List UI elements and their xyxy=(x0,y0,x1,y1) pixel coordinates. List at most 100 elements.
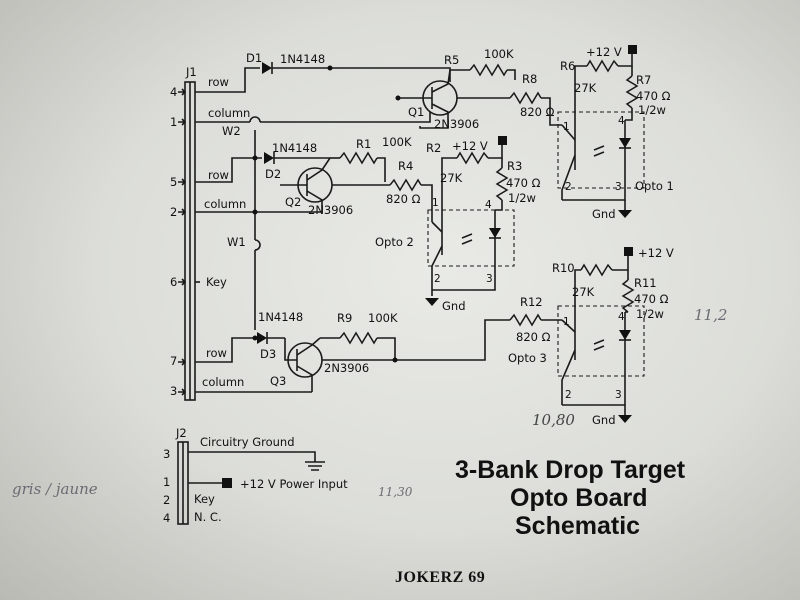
components-d1-part-label: 1N4148 xyxy=(280,52,325,66)
components-r5-val-label: 100K xyxy=(484,47,514,61)
components-r3-label: R3 xyxy=(507,159,522,173)
components-r10-val-label: 27K xyxy=(572,285,595,299)
components-w1-label: W1 xyxy=(227,235,246,249)
components-q3-label: Q3 xyxy=(270,374,286,388)
pin-numbers-p2-label: 2 xyxy=(565,389,572,401)
handwritten-note-left: gris / jaune xyxy=(12,480,98,498)
power-gnd-label: Gnd xyxy=(592,207,616,221)
connectors-j2-pins-1-label: 1 xyxy=(163,475,170,489)
components-r10-label: R10 xyxy=(552,261,575,275)
power-gnd-label: Gnd xyxy=(592,413,616,427)
components-r9-label: R9 xyxy=(337,311,352,325)
pin-numbers-p4-label: 4 xyxy=(618,115,625,127)
components-r5-label: R5 xyxy=(444,53,459,67)
pin-numbers-p2-label: 2 xyxy=(434,273,441,285)
components-r3-val-label: 470 Ω xyxy=(506,176,541,190)
components-q3-part-label: 2N3906 xyxy=(324,361,369,375)
power-plus12-label: +12 V xyxy=(452,139,488,153)
connectors-j1-pins-2-label: 5 xyxy=(170,175,177,189)
connectors-j1-signals-1-label: column xyxy=(208,106,250,120)
components-r8-label: R8 xyxy=(522,72,537,86)
components-r9-val-label: 100K xyxy=(368,311,398,325)
handwritten-note-right: 11,2 xyxy=(694,306,727,324)
bank-2-supply: +12 V R2 27K R3 470 Ω 1/2w xyxy=(426,136,541,222)
components-r2-val-label: 27K xyxy=(440,171,463,185)
connectors-j1-pins-4-label: 6 xyxy=(170,275,177,289)
components-r12-label: R12 xyxy=(520,295,543,309)
components-r4-label: R4 xyxy=(398,159,413,173)
bank-3-supply: +12 V R10 27K R11 470 Ω 1/2w xyxy=(552,246,674,321)
components-r1-val-label: 100K xyxy=(382,135,412,149)
connector-j1: J1 4 1 5 2 6 7 3 row column row column K… xyxy=(170,65,250,401)
components-r7-label: R7 xyxy=(636,73,651,87)
connectors-j1-signals-0-label: row xyxy=(208,75,229,89)
power-plus12-label: +12 V xyxy=(586,45,622,59)
j1-label: J1 xyxy=(185,65,197,79)
components-d2-part-label: 1N4148 xyxy=(272,141,317,155)
connector-j2: J2 3 1 2 4 Circuitry Ground +12 V Power … xyxy=(163,426,348,525)
components-d3-part-label: 1N4148 xyxy=(258,310,303,324)
title-line-3: Schematic xyxy=(515,512,640,540)
components-r11-watt-label: 1/2w xyxy=(636,307,664,321)
components-r11-label: R11 xyxy=(634,276,657,290)
connectors-j1-signals-5-label: row xyxy=(206,346,227,360)
pin-numbers-p3-label: 3 xyxy=(486,273,493,285)
pin-numbers-p1-label: 1 xyxy=(563,316,570,328)
power-plus12-label: +12 V xyxy=(638,246,674,260)
connectors-j2-signals-3-label: N. C. xyxy=(194,510,222,524)
components-r11-val-label: 470 Ω xyxy=(634,292,669,306)
components-q1-part-label: 2N3906 xyxy=(434,117,479,131)
pin-numbers-p2-label: 2 xyxy=(565,181,572,193)
connectors-j2-pins-2-label: 2 xyxy=(163,493,170,507)
footer-label: JOKERZ 69 xyxy=(395,569,485,586)
handwritten-note-bottom: 10,80 xyxy=(532,411,575,429)
connectors-j1-signals-2-label: row xyxy=(208,168,229,182)
title-line-2: Opto Board xyxy=(510,484,648,512)
power-gnd-label: Gnd xyxy=(442,299,466,313)
components-opto2-label: Opto 2 xyxy=(375,235,414,249)
connectors-j2-pins-0-label: 3 xyxy=(163,447,170,461)
pin-numbers-p1-label: 1 xyxy=(432,197,439,209)
pin-numbers-p1-label: 1 xyxy=(563,121,570,133)
bank-3-circuit: 1N4148 D3 R9 100K Q3 2N3906 R12 820 Ω xyxy=(195,295,562,393)
components-r7-watt-label: 1/2w xyxy=(638,103,666,117)
opto-1: 1 4 2 3 Opto 1 Gnd xyxy=(557,111,674,221)
connectors-j2-signals-0-label: Circuitry Ground xyxy=(200,435,295,449)
components-d3-label: D3 xyxy=(260,347,276,361)
components-r4-val-label: 820 Ω xyxy=(386,192,421,206)
components-d2-label: D2 xyxy=(265,167,281,181)
components-r8-val-label: 820 Ω xyxy=(520,105,555,119)
connectors-j1-pins-5-label: 7 xyxy=(170,354,177,368)
opto-3: 1 4 2 3 Opto 3 Gnd xyxy=(508,305,645,427)
connectors-j1-pins-1-label: 1 xyxy=(170,115,177,129)
components-opto3-label: Opto 3 xyxy=(508,351,547,365)
handwritten-note-mid: 11,30 xyxy=(378,485,413,499)
connectors-j2-signals-1-label: +12 V Power Input xyxy=(240,477,348,491)
connectors-j2-signals-2-label: Key xyxy=(194,492,215,506)
bank-1-supply: +12 V R6 27K R7 470 Ω 1/2w xyxy=(560,45,671,125)
components-q1-label: Q1 xyxy=(408,105,424,119)
connectors-j1-pins-3-label: 2 xyxy=(170,205,177,219)
components-q2-label: Q2 xyxy=(285,195,301,209)
connectors-j1-pins-6-label: 3 xyxy=(170,384,177,398)
components-r3-watt-label: 1/2w xyxy=(508,191,536,205)
connectors-j1-pins-0-label: 4 xyxy=(170,85,177,99)
components-r6-val-label: 27K xyxy=(574,81,597,95)
components-w2-label: W2 xyxy=(222,124,241,138)
opto-2: 1 4 2 3 Opto 2 Gnd xyxy=(375,197,515,313)
components-d1-label: D1 xyxy=(246,51,262,65)
pin-numbers-p3-label: 3 xyxy=(615,181,622,193)
components-r6-label: R6 xyxy=(560,59,575,73)
connectors-j1-signals-3-label: column xyxy=(204,197,246,211)
bank-2-circuit: D2 1N4148 R1 100K Q2 2N3906 R4 820 Ω W1 xyxy=(195,130,433,330)
components-r2-label: R2 xyxy=(426,141,441,155)
components-r7-val-label: 470 Ω xyxy=(636,89,671,103)
components-q2-part-label: 2N3906 xyxy=(308,203,353,217)
components-r12-val-label: 820 Ω xyxy=(516,330,551,344)
components-r1-label: R1 xyxy=(356,137,371,151)
pin-numbers-p4-label: 4 xyxy=(485,199,492,211)
components-opto1-label: Opto 1 xyxy=(635,179,674,193)
pin-numbers-p3-label: 3 xyxy=(615,389,622,401)
